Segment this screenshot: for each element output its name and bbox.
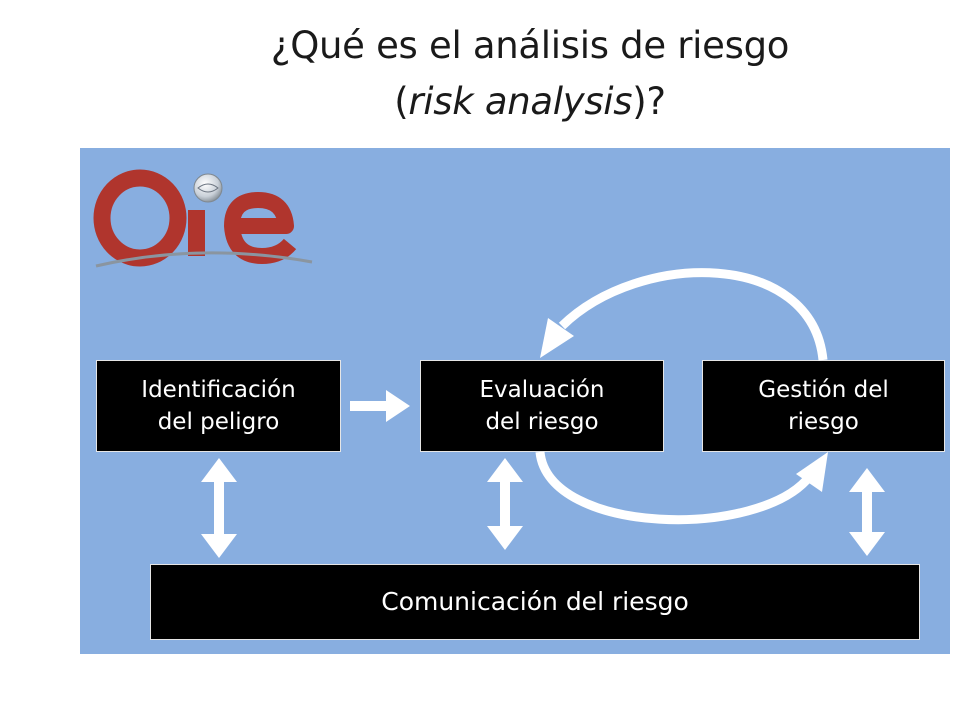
oie-logo <box>93 169 313 268</box>
box-gestion-riesgo: Gestión del riesgo <box>702 360 945 452</box>
box-identificacion-label: Identificación del peligro <box>141 377 296 435</box>
box-comunicacion-label: Comunicación del riesgo <box>381 587 689 616</box>
slide-title: ¿Qué es el análisis de riesgo (risk anal… <box>0 18 960 130</box>
title-line-1: ¿Qué es el análisis de riesgo <box>270 24 790 67</box>
title-line-2: (risk analysis)? <box>0 74 960 130</box>
box-identificacion-peligro: Identificación del peligro <box>96 360 341 452</box>
box-evaluacion-label: Evaluación del riesgo <box>479 377 605 435</box>
title-italic-term: risk analysis <box>408 80 633 123</box>
title-paren-close: )? <box>632 80 666 123</box>
title-paren-open: ( <box>394 80 409 123</box>
box-evaluacion-riesgo: Evaluación del riesgo <box>420 360 664 452</box>
box-comunicacion-riesgo: Comunicación del riesgo <box>150 564 920 640</box>
box-gestion-label: Gestión del riesgo <box>758 377 889 435</box>
